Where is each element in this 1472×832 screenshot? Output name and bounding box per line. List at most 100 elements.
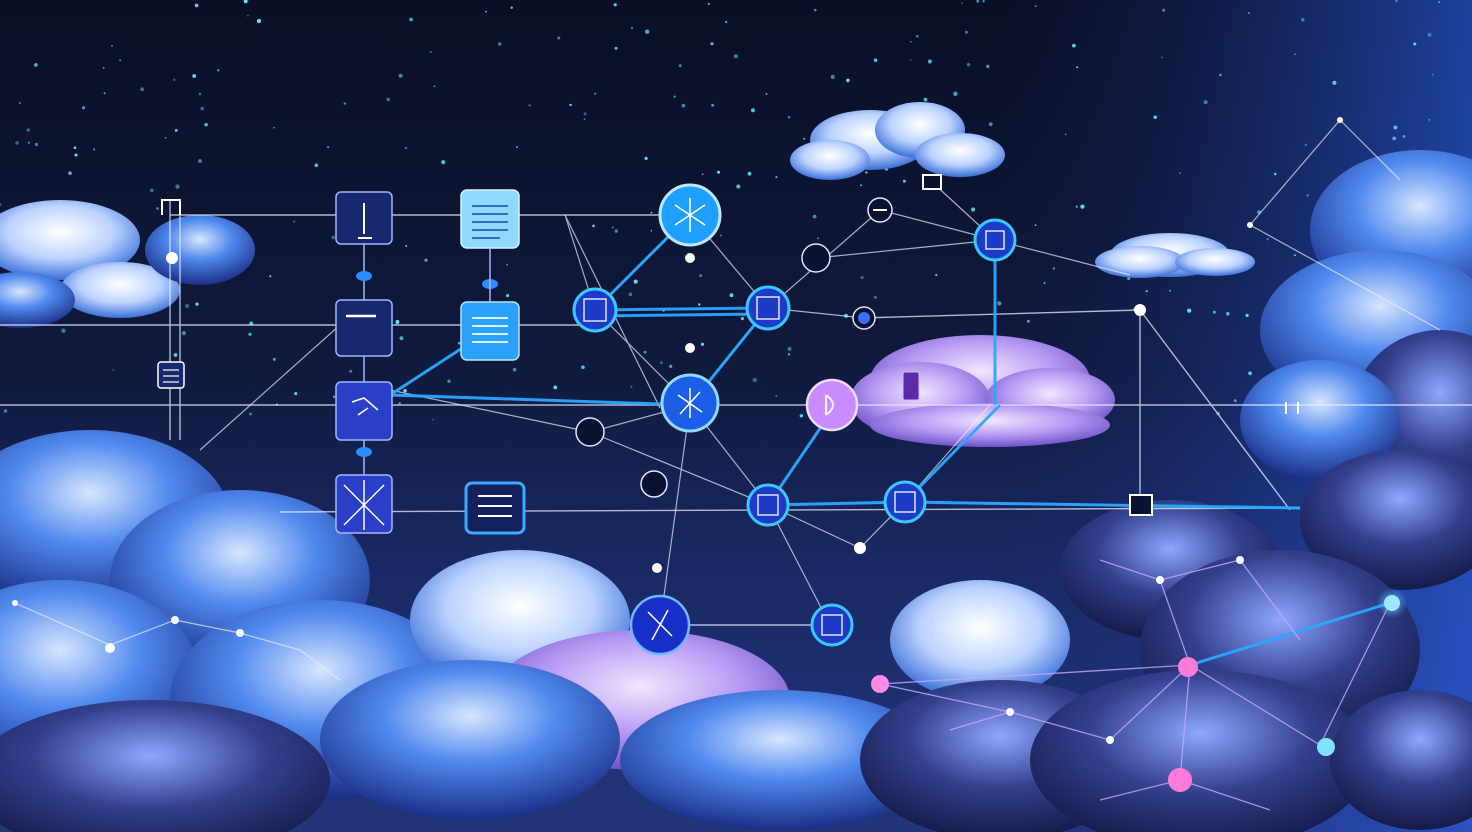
star <box>988 122 993 127</box>
star <box>200 106 204 111</box>
star <box>61 328 66 333</box>
star <box>873 58 878 62</box>
star <box>553 385 558 390</box>
star <box>441 160 446 165</box>
star <box>156 207 159 210</box>
star <box>699 274 703 278</box>
star <box>18 102 21 104</box>
star <box>110 44 114 48</box>
star <box>398 402 402 405</box>
star <box>516 146 518 148</box>
star <box>583 118 586 120</box>
star <box>927 59 933 64</box>
star <box>314 163 319 168</box>
star <box>272 357 276 361</box>
star <box>195 302 199 306</box>
star <box>1169 289 1171 292</box>
star <box>1293 254 1296 257</box>
star <box>398 73 403 78</box>
star <box>669 364 673 368</box>
network-icon <box>647 609 673 641</box>
document-node-2 <box>460 301 520 361</box>
star <box>1248 371 1252 376</box>
cloud-violet-center <box>850 335 1115 447</box>
star <box>1245 313 1249 317</box>
network-icon <box>674 198 706 232</box>
star <box>775 395 778 397</box>
cloud-bottom-right <box>1030 500 1472 832</box>
star <box>997 301 1002 306</box>
star <box>173 78 176 82</box>
star <box>569 103 572 107</box>
star <box>557 36 561 40</box>
network-node-center <box>660 373 720 433</box>
star <box>1052 267 1056 270</box>
star <box>510 6 513 9</box>
document-node-3 <box>464 481 526 535</box>
star <box>185 304 190 308</box>
star <box>1332 80 1337 85</box>
star <box>681 103 686 108</box>
star <box>645 29 650 34</box>
star <box>747 171 752 176</box>
star <box>1034 5 1037 8</box>
cloud-top-center <box>790 102 1005 180</box>
star <box>1413 42 1417 46</box>
small-outline-nodes <box>575 197 893 498</box>
chip-node-3 <box>746 483 790 527</box>
star <box>327 146 330 149</box>
star <box>512 367 517 372</box>
star <box>935 273 938 277</box>
star <box>614 229 618 233</box>
star <box>740 317 745 321</box>
star <box>140 87 145 92</box>
star <box>405 244 408 247</box>
star <box>1075 205 1078 208</box>
database-icon <box>985 230 1005 250</box>
star <box>803 137 806 140</box>
star <box>293 220 296 223</box>
star <box>650 230 653 232</box>
star <box>506 263 509 266</box>
star <box>1064 133 1067 136</box>
star <box>611 226 614 229</box>
star <box>631 27 633 30</box>
star <box>817 237 819 240</box>
star <box>644 156 648 160</box>
server-node-4 <box>335 474 393 534</box>
star <box>506 294 510 298</box>
star <box>736 184 741 189</box>
cloud-right-small <box>1095 233 1255 278</box>
star <box>386 97 391 102</box>
chip-node-1 <box>572 287 618 333</box>
star <box>204 123 208 127</box>
star <box>1266 238 1269 241</box>
star <box>592 224 595 228</box>
star <box>1293 53 1296 56</box>
network-node-top <box>658 183 722 247</box>
tiny-blue-dot <box>858 312 870 324</box>
star <box>581 365 585 370</box>
star <box>173 353 178 357</box>
star <box>404 146 408 150</box>
star <box>583 112 587 116</box>
star <box>1076 66 1079 69</box>
star <box>26 128 30 132</box>
star <box>628 292 633 297</box>
star <box>102 66 105 69</box>
server-node-1 <box>335 191 393 245</box>
star <box>27 141 30 144</box>
star <box>34 142 39 147</box>
server-icon <box>902 371 920 401</box>
star <box>269 275 272 278</box>
star <box>846 78 850 83</box>
star <box>1179 172 1181 175</box>
star <box>733 54 739 59</box>
star <box>775 176 778 179</box>
star <box>74 153 78 157</box>
star <box>409 17 413 22</box>
star <box>700 342 705 346</box>
circuit-icon <box>343 480 385 530</box>
star <box>1127 277 1131 281</box>
